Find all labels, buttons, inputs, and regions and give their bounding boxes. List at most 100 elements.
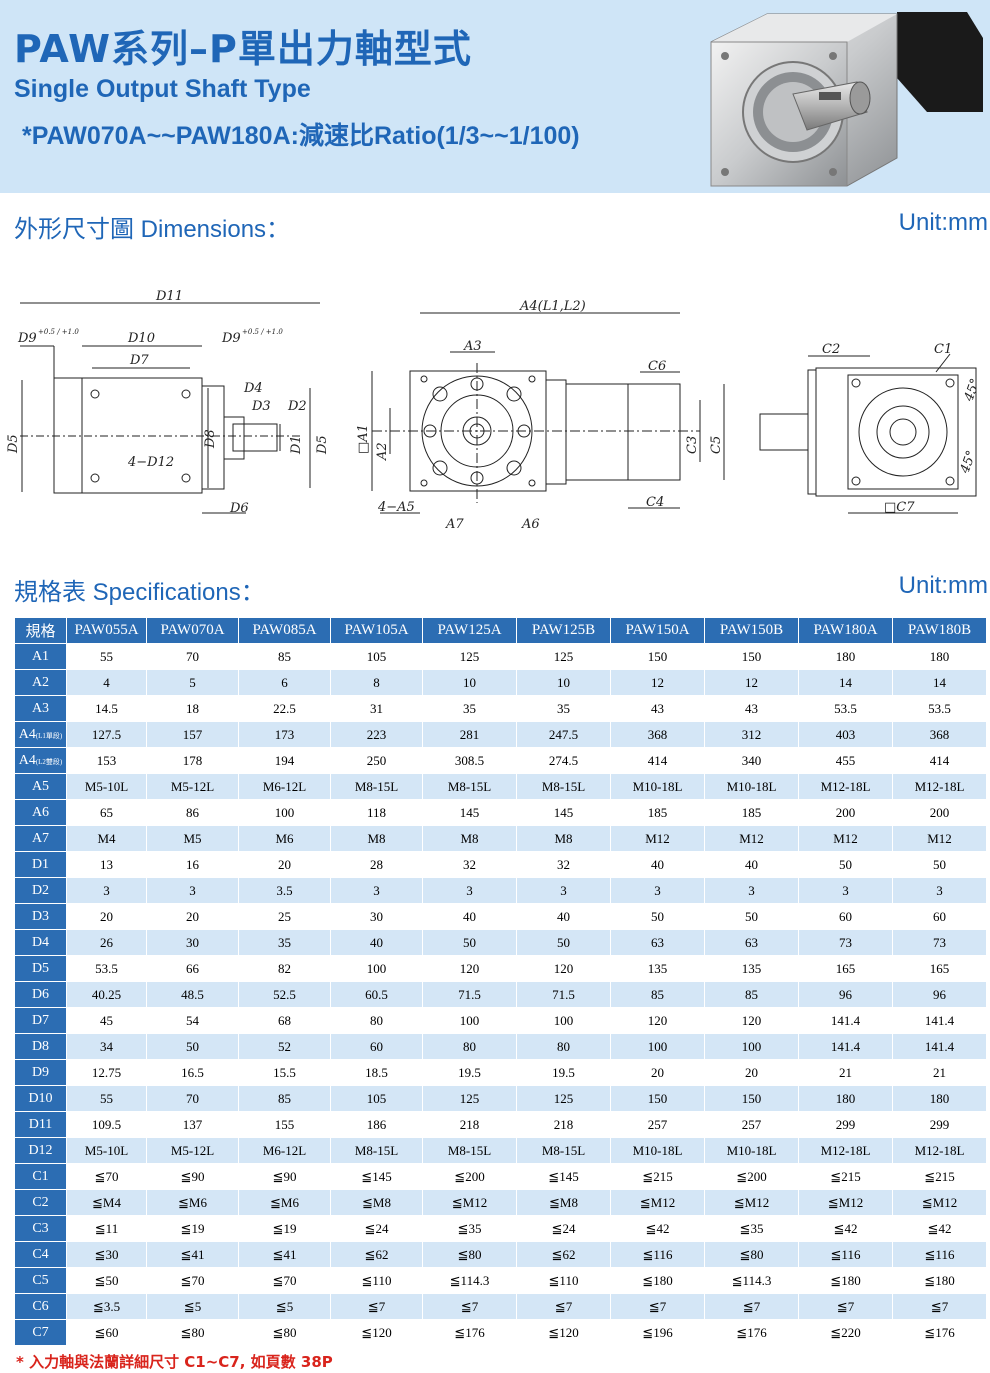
table-cell: 45: [66, 1007, 147, 1034]
table-cell: M5-10L: [66, 1137, 147, 1164]
table-cell: 178: [146, 747, 239, 774]
table-cell: ≦24: [516, 1215, 611, 1242]
table-cell: M5-10L: [66, 773, 147, 800]
table-cell: ≦7: [330, 1293, 423, 1320]
page-title: PAW系列–P單出力軸型式: [14, 27, 472, 71]
table-cell: 100: [238, 799, 331, 826]
table-cell: 5: [146, 669, 239, 696]
model-header: PAW125A: [422, 617, 517, 644]
table-cell: ≦116: [892, 1241, 987, 1268]
row-label: D4: [14, 929, 67, 956]
table-cell: ≦110: [330, 1267, 423, 1294]
table-cell: 274.5: [516, 747, 611, 774]
row-label: D9: [14, 1059, 67, 1086]
table-cell: ≦80: [704, 1241, 799, 1268]
model-header: PAW125B: [516, 617, 611, 644]
table-cell: M12: [892, 825, 987, 852]
table-row: C6≦3.5≦5≦5≦7≦7≦7≦7≦7≦7≦7: [14, 1293, 987, 1320]
table-cell: 218: [422, 1111, 517, 1138]
table-cell: 80: [422, 1033, 517, 1060]
table-cell: 12: [704, 669, 799, 696]
table-cell: ≦M12: [892, 1189, 987, 1216]
table-cell: 150: [704, 643, 799, 670]
table-cell: 3: [330, 877, 423, 904]
table-cell: ≦42: [892, 1215, 987, 1242]
table-cell: 180: [892, 1085, 987, 1112]
table-cell: 150: [610, 1085, 705, 1112]
table-cell: 125: [516, 643, 611, 670]
table-cell: ≦50: [66, 1267, 147, 1294]
row-label-text: D2: [31, 882, 50, 898]
table-cell: 22.5: [238, 695, 331, 722]
row-label-text: D7: [31, 1012, 50, 1028]
model-header: PAW055A: [66, 617, 147, 644]
table-cell: 20: [704, 1059, 799, 1086]
table-cell: 85: [704, 981, 799, 1008]
table-cell: M6-12L: [238, 1137, 331, 1164]
table-cell: 135: [704, 955, 799, 982]
model-header: PAW180A: [798, 617, 893, 644]
row-label: A4(L2雙段): [14, 747, 67, 774]
table-cell: 223: [330, 721, 423, 748]
table-row: C4≦30≦41≦41≦62≦80≦62≦116≦80≦116≦116: [14, 1241, 987, 1268]
table-cell: 145: [422, 799, 517, 826]
table-cell: M5: [146, 825, 239, 852]
table-cell: 71.5: [516, 981, 611, 1008]
table-cell: 185: [610, 799, 705, 826]
table-cell: 155: [238, 1111, 331, 1138]
table-cell: ≦176: [422, 1319, 517, 1346]
table-cell: 68: [238, 1007, 331, 1034]
table-cell: 100: [330, 955, 423, 982]
table-cell: 257: [610, 1111, 705, 1138]
table-cell: M5-12L: [146, 773, 239, 800]
table-cell: 180: [798, 643, 893, 670]
table-cell: 14: [798, 669, 893, 696]
table-cell: ≦145: [330, 1163, 423, 1190]
table-cell: ≦62: [516, 1241, 611, 1268]
table-cell: M8: [330, 825, 423, 852]
table-cell: 65: [66, 799, 147, 826]
table-cell: 12: [610, 669, 705, 696]
table-cell: 34: [66, 1033, 147, 1060]
table-cell: 53.5: [66, 955, 147, 982]
table-cell: 127.5: [66, 721, 147, 748]
label-d9-right: D9: [221, 331, 241, 346]
label-a3: A3: [463, 339, 482, 354]
label-c6: C6: [648, 359, 666, 374]
table-cell: ≦176: [892, 1319, 987, 1346]
spec-corner-label: 規格: [14, 617, 67, 644]
label-d1: D1: [289, 435, 304, 455]
model-header: PAW085A: [238, 617, 331, 644]
table-cell: 10: [422, 669, 517, 696]
table-cell: 28: [330, 851, 423, 878]
table-cell: ≦60: [66, 1319, 147, 1346]
table-cell: 40: [330, 929, 423, 956]
table-cell: M8-15L: [516, 1137, 611, 1164]
table-cell: 16: [146, 851, 239, 878]
table-cell: 30: [330, 903, 423, 930]
row-label: C3: [14, 1215, 67, 1242]
table-cell: 3: [516, 877, 611, 904]
label-c5: C5: [709, 436, 724, 454]
table-cell: 368: [610, 721, 705, 748]
specs-title: 規格表 Specifications：: [14, 579, 265, 606]
table-cell: ≦M12: [704, 1189, 799, 1216]
table-cell: ≦M8: [516, 1189, 611, 1216]
table-row: C2≦M4≦M6≦M6≦M8≦M12≦M8≦M12≦M12≦M12≦M12: [14, 1189, 987, 1216]
table-cell: M12-18L: [798, 1137, 893, 1164]
table-cell: 3: [610, 877, 705, 904]
table-cell: 308.5: [422, 747, 517, 774]
dimension-drawings: D11 D9 +0.5 / +1.0 D10 D9 +0.5 / +1.0 D7…: [6, 289, 984, 532]
product-photo: [710, 12, 983, 187]
table-cell: ≦180: [610, 1267, 705, 1294]
table-cell: 247.5: [516, 721, 611, 748]
label-c7: □C7: [884, 500, 915, 515]
table-cell: 137: [146, 1111, 239, 1138]
label-a1: □A1: [356, 424, 371, 454]
row-label-text: A1: [31, 648, 50, 664]
